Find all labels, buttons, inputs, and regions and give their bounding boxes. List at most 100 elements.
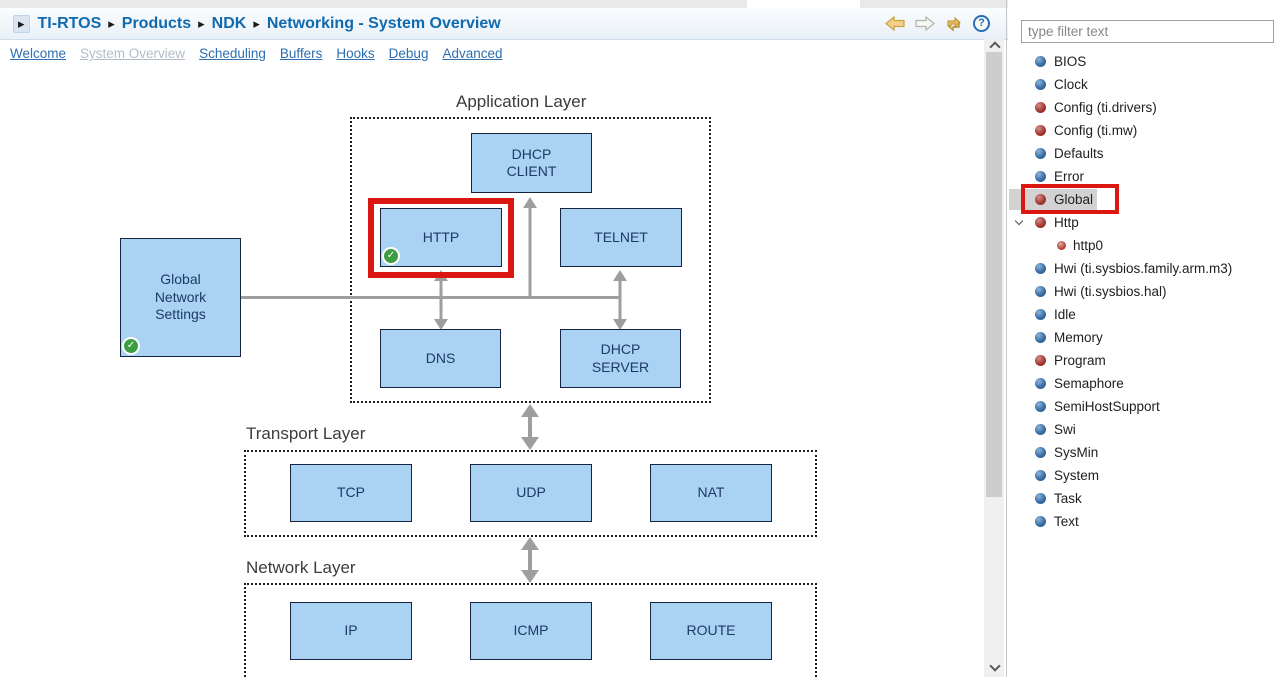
tree-item-label: Global <box>1054 192 1094 207</box>
icmp-box[interactable]: ICMP <box>470 602 592 660</box>
scrollbar-thumb[interactable] <box>986 52 1002 497</box>
breadcrumb-item-ndk[interactable]: NDK <box>211 14 247 32</box>
tab-scheduling[interactable]: Scheduling <box>199 46 266 61</box>
blue-module-icon <box>1035 286 1046 297</box>
tree-item-label: Config (ti.drivers) <box>1054 100 1157 115</box>
editor-tab-strip-active-segment <box>747 0 860 8</box>
udp-label: UDP <box>516 484 546 501</box>
tab-buffers[interactable]: Buffers <box>279 46 323 61</box>
tcp-box[interactable]: TCP <box>290 464 412 522</box>
tab-system-overview[interactable]: System Overview <box>80 46 186 61</box>
dhcp-server-label: DHCP SERVER <box>591 341 650 375</box>
tree-item-config-ti-mw-[interactable]: Config (ti.mw) <box>1009 119 1275 142</box>
tab-welcome[interactable]: Welcome <box>10 46 67 61</box>
bus-connector-line <box>241 296 621 299</box>
chevron-down-icon[interactable] <box>1015 218 1023 226</box>
dns-box[interactable]: DNS <box>380 329 501 388</box>
tree-item-semihostsupport[interactable]: SemiHostSupport <box>1009 395 1275 418</box>
network-layer-rect <box>244 583 817 677</box>
forward-arrow-icon[interactable] <box>915 16 935 31</box>
tree-item-http0[interactable]: http0 <box>1009 234 1275 257</box>
telnet-box[interactable]: TELNET <box>560 208 682 267</box>
tree-item-label: Idle <box>1054 307 1076 322</box>
tree-item-error[interactable]: Error <box>1009 165 1275 188</box>
blue-module-icon <box>1035 516 1046 527</box>
tab-hooks[interactable]: Hooks <box>336 46 375 61</box>
tree-item-clock[interactable]: Clock <box>1009 73 1275 96</box>
tree-item-label: Hwi (ti.sysbios.family.arm.m3) <box>1054 261 1233 276</box>
global-network-settings-box[interactable]: Global Network Settings ✓ <box>120 238 241 357</box>
blue-module-icon <box>1035 148 1046 159</box>
nat-box[interactable]: NAT <box>650 464 772 522</box>
back-arrow-icon[interactable] <box>885 16 905 31</box>
tree-item-label: SysMin <box>1054 445 1099 460</box>
scroll-down-icon[interactable] <box>990 664 998 672</box>
tcp-label: TCP <box>337 484 365 501</box>
breadcrumb-item-ti-rtos[interactable]: TI-RTOS <box>37 14 102 32</box>
breadcrumb-item-products[interactable]: Products <box>121 14 192 32</box>
http-box[interactable]: HTTP ✓ <box>380 208 502 267</box>
scroll-up-icon[interactable] <box>990 42 998 50</box>
route-box[interactable]: ROUTE <box>650 602 772 660</box>
tree-item-bios[interactable]: BIOS <box>1009 50 1275 73</box>
tree-item-hwi-ti-sysbios-hal-[interactable]: Hwi (ti.sysbios.hal) <box>1009 280 1275 303</box>
blue-module-icon <box>1035 79 1046 90</box>
application-transport-arrow <box>521 404 539 450</box>
tree-item-swi[interactable]: Swi <box>1009 418 1275 441</box>
http-dns-arrow <box>434 270 448 330</box>
tree-item-hwi-ti-sysbios-family-arm-m3-[interactable]: Hwi (ti.sysbios.family.arm.m3) <box>1009 257 1275 280</box>
tree-item-defaults[interactable]: Defaults <box>1009 142 1275 165</box>
breadcrumb-item-networking-system-overview[interactable]: Networking - System Overview <box>266 14 501 32</box>
tree-item-system[interactable]: System <box>1009 464 1275 487</box>
route-label: ROUTE <box>686 622 736 639</box>
tab-debug[interactable]: Debug <box>388 46 429 61</box>
tree-item-text[interactable]: Text <box>1009 510 1275 533</box>
ip-label: IP <box>344 622 358 639</box>
dhcp-client-box[interactable]: DHCP CLIENT <box>471 133 592 193</box>
blue-module-icon <box>1035 171 1046 182</box>
blue-module-icon <box>1035 401 1046 412</box>
tree-item-http[interactable]: Http <box>1009 211 1275 234</box>
icmp-label: ICMP <box>513 622 549 639</box>
breadcrumb-separator-icon: ▸ <box>253 16 260 31</box>
tree-item-sysmin[interactable]: SysMin <box>1009 441 1275 464</box>
tree-item-task[interactable]: Task <box>1009 487 1275 510</box>
help-icon[interactable]: ? <box>973 15 990 32</box>
check-badge-icon: ✓ <box>384 249 398 263</box>
tree-item-config-ti-drivers-[interactable]: Config (ti.drivers) <box>1009 96 1275 119</box>
nav-icons: ? <box>885 15 990 32</box>
blue-module-icon <box>1035 332 1046 343</box>
http-label: HTTP <box>422 228 460 245</box>
blue-module-icon <box>1035 470 1046 481</box>
form-tab-links: Welcome System Overview Scheduling Buffers H… <box>10 46 503 61</box>
tree-item-label: Semaphore <box>1054 376 1124 391</box>
tree-item-semaphore[interactable]: Semaphore <box>1009 372 1275 395</box>
blue-module-icon <box>1035 56 1046 67</box>
tree-item-program[interactable]: Program <box>1009 349 1275 372</box>
breadcrumb-bar: ▸TI-RTOS▸Products▸NDK▸Networking - Syste… <box>0 8 1008 40</box>
vertical-scrollbar[interactable] <box>984 38 1004 677</box>
tab-advanced[interactable]: Advanced <box>442 46 503 61</box>
nat-label: NAT <box>697 484 725 501</box>
breadcrumb-menu-icon[interactable]: ▸ <box>13 14 30 33</box>
filter-input[interactable] <box>1021 20 1274 43</box>
blue-module-icon <box>1035 263 1046 274</box>
transport-layer-rect <box>244 450 817 537</box>
udp-box[interactable]: UDP <box>470 464 592 522</box>
editor-tab-strip <box>0 0 1008 8</box>
blue-module-icon <box>1035 447 1046 458</box>
ip-box[interactable]: IP <box>290 602 412 660</box>
tree-item-label: Hwi (ti.sysbios.hal) <box>1054 284 1167 299</box>
tree-item-idle[interactable]: Idle <box>1009 303 1275 326</box>
check-badge-icon: ✓ <box>124 339 138 353</box>
tree-item-memory[interactable]: Memory <box>1009 326 1275 349</box>
tree-item-label: BIOS <box>1054 54 1087 69</box>
tree-item-label: Error <box>1054 169 1084 184</box>
switch-view-icon[interactable] <box>945 16 963 32</box>
tree-item-global[interactable]: Global <box>1009 188 1275 211</box>
dhcp-server-box[interactable]: DHCP SERVER <box>560 329 681 388</box>
telnet-dhcpserver-arrow <box>613 270 627 330</box>
tree-item-label: Task <box>1054 491 1082 506</box>
